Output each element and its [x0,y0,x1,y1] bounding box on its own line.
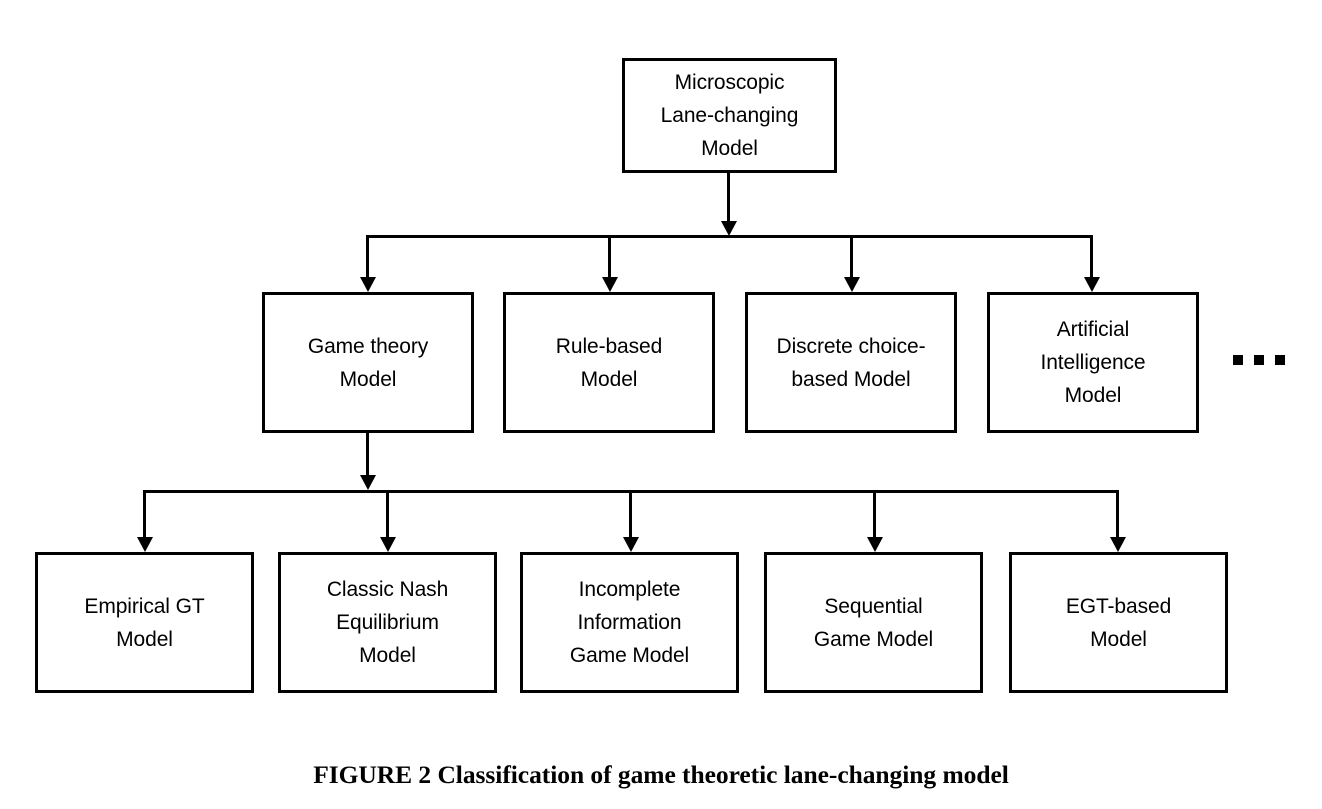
node-classic-nash-equilibrium-model: Classic Nash Equilibrium Model [278,552,497,693]
node-microscopic-lane-changing-model: Microscopic Lane-changing Model [622,58,837,173]
edge-game-theory-stem-arrowhead [360,475,376,490]
ellipsis-dot-3 [1275,355,1285,365]
node-game-theory-model: Game theory Model [262,292,474,433]
node-artificial-intelligence-model: Artificial Intelligence Model [987,292,1199,433]
edge-drop-artificial-intelligence-model-arrowhead [1084,277,1100,292]
edge-drop-empirical-gt-model [143,490,146,537]
edge-bus-level2 [366,235,1093,238]
edge-drop-sequential-game-model-arrowhead [867,537,883,552]
edge-drop-rule-based-model [608,235,611,277]
edge-drop-discrete-choice-based-model-arrowhead [844,277,860,292]
node-incomplete-information-game-model: Incomplete Information Game Model [520,552,739,693]
node-egt-based-model: EGT-based Model [1009,552,1228,693]
edge-drop-discrete-choice-based-model [850,235,853,277]
edge-drop-classic-nash-equilibrium-model [386,490,389,537]
node-sequential-game-model: Sequential Game Model [764,552,983,693]
edge-drop-egt-based-model [1116,490,1119,537]
edge-drop-artificial-intelligence-model [1090,235,1093,277]
edge-drop-egt-based-model-arrowhead [1110,537,1126,552]
edge-drop-incomplete-information-game-model-arrowhead [623,537,639,552]
ellipsis-dot-1 [1233,355,1243,365]
node-discrete-choice-based-model: Discrete choice- based Model [745,292,957,433]
edge-drop-sequential-game-model [873,490,876,537]
figure-caption: FIGURE 2 Classification of game theoreti… [313,760,1009,789]
ellipsis-dot-2 [1254,355,1264,365]
node-rule-based-model: Rule-based Model [503,292,715,433]
edge-root-stem [727,173,730,221]
node-empirical-gt-model: Empirical GT Model [35,552,254,693]
ellipsis-more-models-icon [1233,355,1285,365]
edge-drop-game-theory-model-arrowhead [360,277,376,292]
edge-game-theory-stem [366,433,369,475]
edge-root-stem-arrowhead [721,221,737,236]
edge-drop-incomplete-information-game-model [629,490,632,537]
edge-drop-game-theory-model [366,235,369,277]
edge-drop-rule-based-model-arrowhead [602,277,618,292]
edge-drop-empirical-gt-model-arrowhead [137,537,153,552]
edge-drop-classic-nash-equilibrium-model-arrowhead [380,537,396,552]
